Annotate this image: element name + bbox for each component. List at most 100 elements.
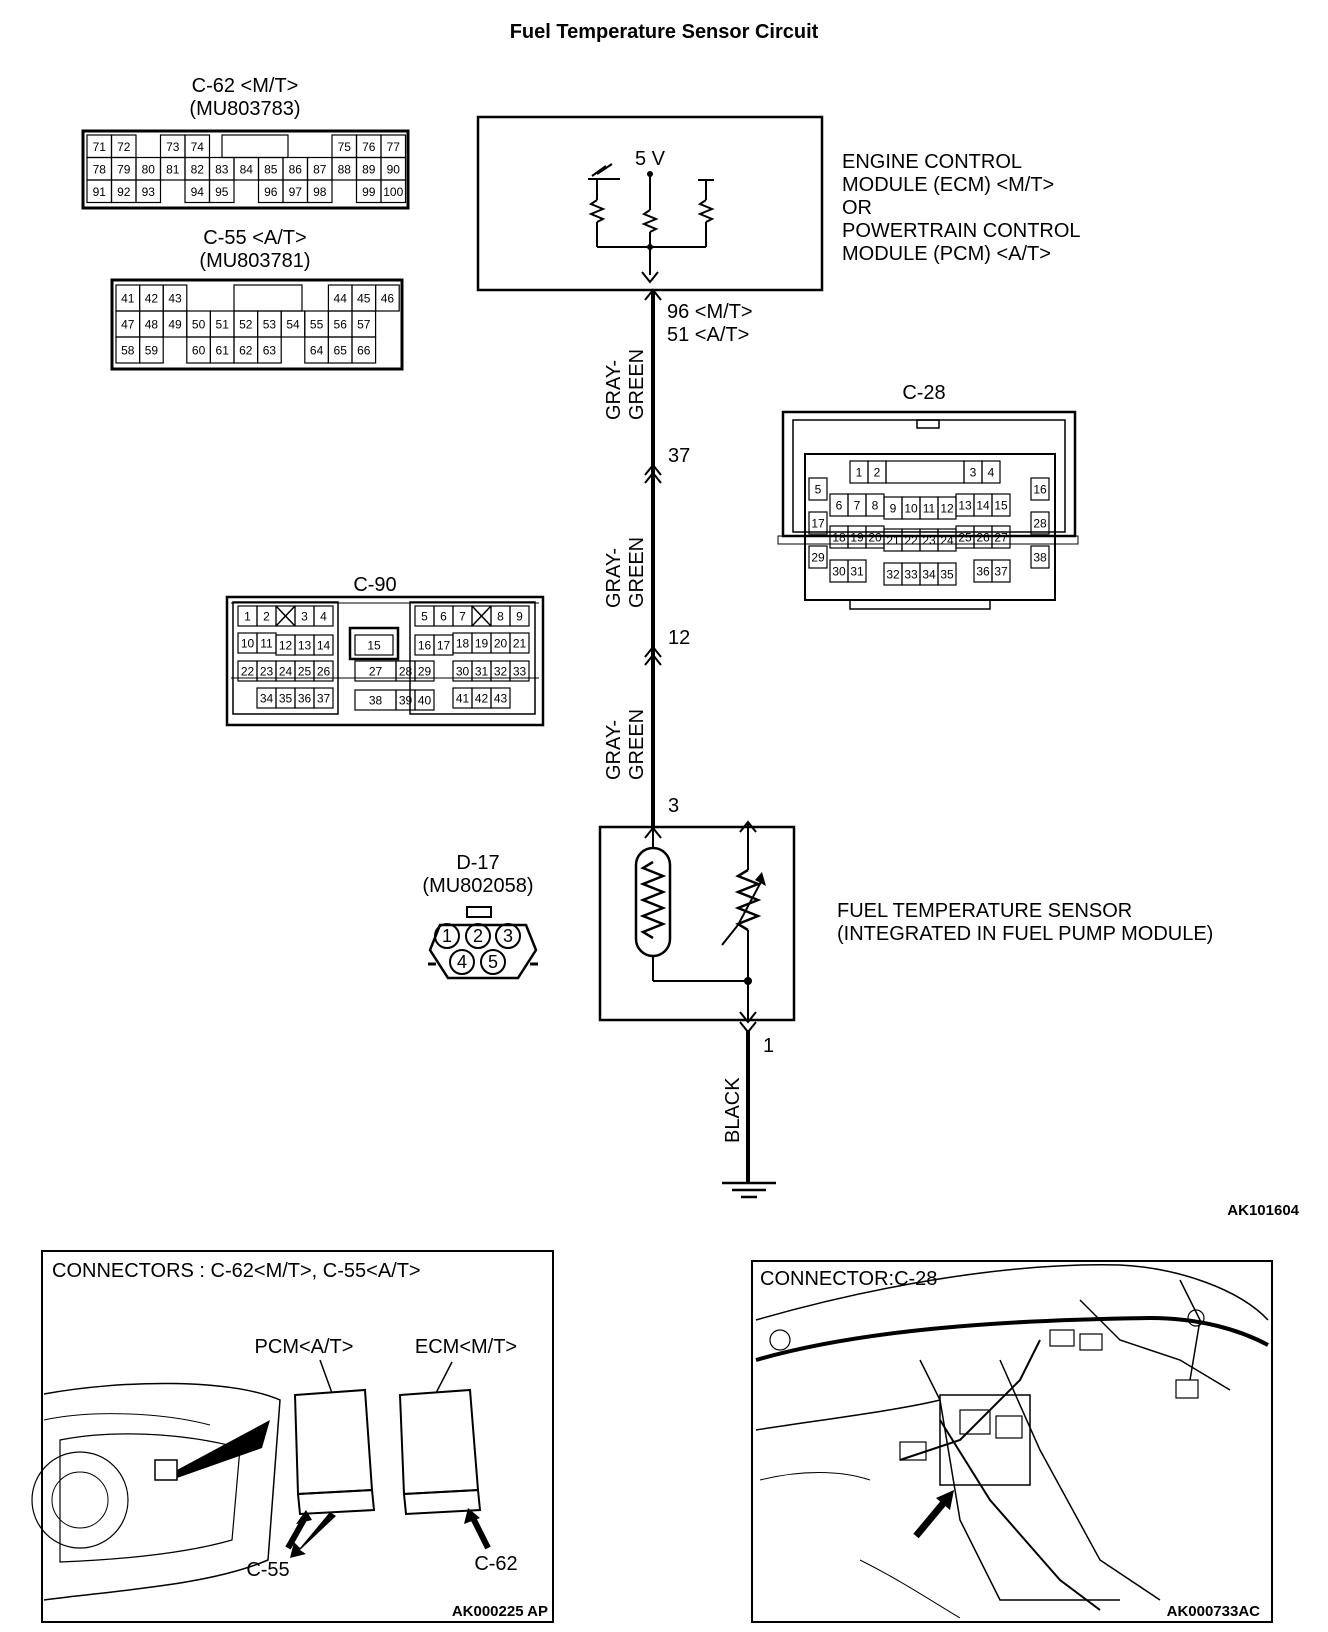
pin-number: 78 [93, 162, 107, 176]
wire-pin-37: 37 [668, 445, 690, 467]
pin-number: 2 [263, 610, 270, 624]
pin-number: 61 [216, 344, 230, 358]
pin-number: 95 [215, 185, 229, 199]
connector-d17-pin [480, 949, 506, 975]
connector-c28-pin [981, 460, 1001, 484]
pin-number: 38 [1033, 551, 1047, 565]
connector-c28-pin [1030, 511, 1050, 535]
pin-number: 80 [142, 162, 156, 176]
pin-number: 18 [832, 531, 846, 545]
connector-c55-pin [257, 336, 282, 364]
pin-number: 55 [310, 318, 324, 332]
pin-number: 60 [192, 344, 206, 358]
pin-number: 58 [121, 344, 135, 358]
pin-number: 73 [166, 140, 180, 154]
pin-number: 65 [334, 344, 348, 358]
connector-d17-name: D-17 [456, 852, 499, 874]
pin-number: 19 [850, 531, 864, 545]
wire-pin-1: 1 [763, 1035, 774, 1057]
connector-c28-name: C-28 [902, 382, 945, 404]
wire-color-low-1: GRAY- [603, 720, 625, 780]
pin-number: 3 [301, 610, 308, 624]
connector-c55-key [233, 284, 303, 312]
pin-number: 72 [117, 140, 131, 154]
pin-number: 23 [260, 665, 274, 679]
pin-number: 81 [166, 162, 180, 176]
pin-number: 96 [264, 185, 278, 199]
wire-pin-3: 3 [668, 795, 679, 817]
connector-c28-pin [937, 562, 957, 586]
wire-color-low-2: GREEN [626, 709, 648, 780]
connector-c90-pin [509, 632, 530, 654]
pin-number: 49 [168, 318, 182, 332]
pin-number: 98 [313, 185, 327, 199]
pin-number: 4 [457, 952, 467, 972]
connector-c28-pin [1030, 477, 1050, 501]
pin-number: 22 [904, 534, 918, 548]
pin-number: 82 [191, 162, 205, 176]
pin-number: 21 [886, 534, 900, 548]
pin-number: 25 [958, 531, 972, 545]
pin-number: 2 [874, 466, 881, 480]
pin-number: 88 [338, 162, 352, 176]
pin-number: 11 [923, 502, 936, 516]
pin-number: 30 [832, 565, 846, 579]
pin-number: 50 [192, 318, 206, 332]
connector-c55-name: C-55 <A/T> [203, 227, 306, 249]
connector-c62-key [221, 134, 289, 159]
connector-d17-part: (MU802058) [422, 875, 533, 897]
pin-number: 52 [239, 318, 253, 332]
pin-number: 51 [216, 318, 230, 332]
connector-c55-pin [375, 284, 400, 312]
inset-right-title: CONNECTOR:C-28 [760, 1268, 937, 1290]
pin-number: 42 [145, 292, 159, 306]
pin-number: 34 [260, 692, 274, 706]
pin-number: 63 [263, 344, 277, 358]
connector-c90-name: C-90 [353, 574, 396, 596]
pin-number: 26 [317, 665, 331, 679]
pin-number: 12 [940, 502, 954, 516]
inset-right-code: AK000733AC [1167, 1603, 1261, 1620]
inset-connectors-c62-c55: CONNECTORS : C-62<M/T>, C-55<A/T> PCM<A/… [31, 1250, 554, 1623]
pin-number: 28 [399, 665, 413, 679]
connector-c28-key [885, 460, 965, 484]
pin-number: 8 [497, 610, 504, 624]
ecm-label-line-4: POWERTRAIN CONTROL [842, 220, 1081, 242]
pin-number: 14 [317, 639, 331, 653]
pin-number: 26 [976, 531, 990, 545]
ecm-terminal-mt: 96 <M/T> [667, 301, 753, 323]
pin-number: 20 [494, 637, 508, 651]
pin-number: 85 [264, 162, 278, 176]
connector-c62-pin [208, 179, 235, 204]
signal-wire: 96 <M/T> 51 <A/T> GRAY- GREEN 37 GRAY- G… [603, 288, 753, 830]
connector-d17-pin [434, 923, 460, 949]
connector-d17-pin [449, 949, 475, 975]
sensor-label-1: FUEL TEMPERATURE SENSOR [837, 900, 1132, 922]
pin-number: 14 [976, 499, 990, 513]
ecm-terminal-at: 51 <A/T> [667, 324, 749, 346]
pin-number: 36 [298, 692, 312, 706]
inset-c55-label: C-55 [246, 1559, 289, 1581]
pin-number: 59 [145, 344, 159, 358]
connector-c90-pin [313, 687, 334, 709]
pin-number: 47 [121, 318, 135, 332]
connector-c90-pin [313, 660, 334, 682]
pin-number: 9 [890, 502, 897, 516]
pin-number: 11 [260, 637, 273, 651]
ecm-label-line-5: MODULE (PCM) <A/T> [842, 243, 1051, 265]
pin-number: 48 [145, 318, 159, 332]
pin-number: 56 [334, 318, 348, 332]
pin-number: 45 [357, 292, 371, 306]
pin-number: 57 [357, 318, 371, 332]
pin-number: 97 [289, 185, 303, 199]
ecm-label-line-1: ENGINE CONTROL [842, 151, 1022, 173]
wire-pin-12: 12 [668, 627, 690, 649]
wire-color-top-1: GRAY- [603, 360, 625, 420]
pin-number: 79 [117, 162, 131, 176]
pin-number: 64 [310, 344, 324, 358]
